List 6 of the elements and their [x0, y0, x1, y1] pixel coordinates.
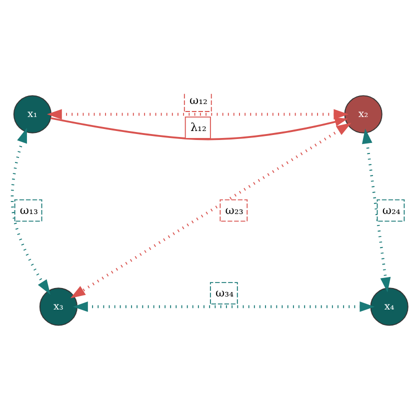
edge-label: λ₁₂: [190, 120, 206, 134]
edge-label: ω₁₃: [20, 203, 38, 216]
edge-label: ω₂₃: [225, 203, 244, 216]
edge-label: ω₂₄: [382, 203, 400, 216]
edge-label: ω₁₂: [190, 94, 208, 107]
edge-label: ω₃₄: [216, 286, 234, 300]
